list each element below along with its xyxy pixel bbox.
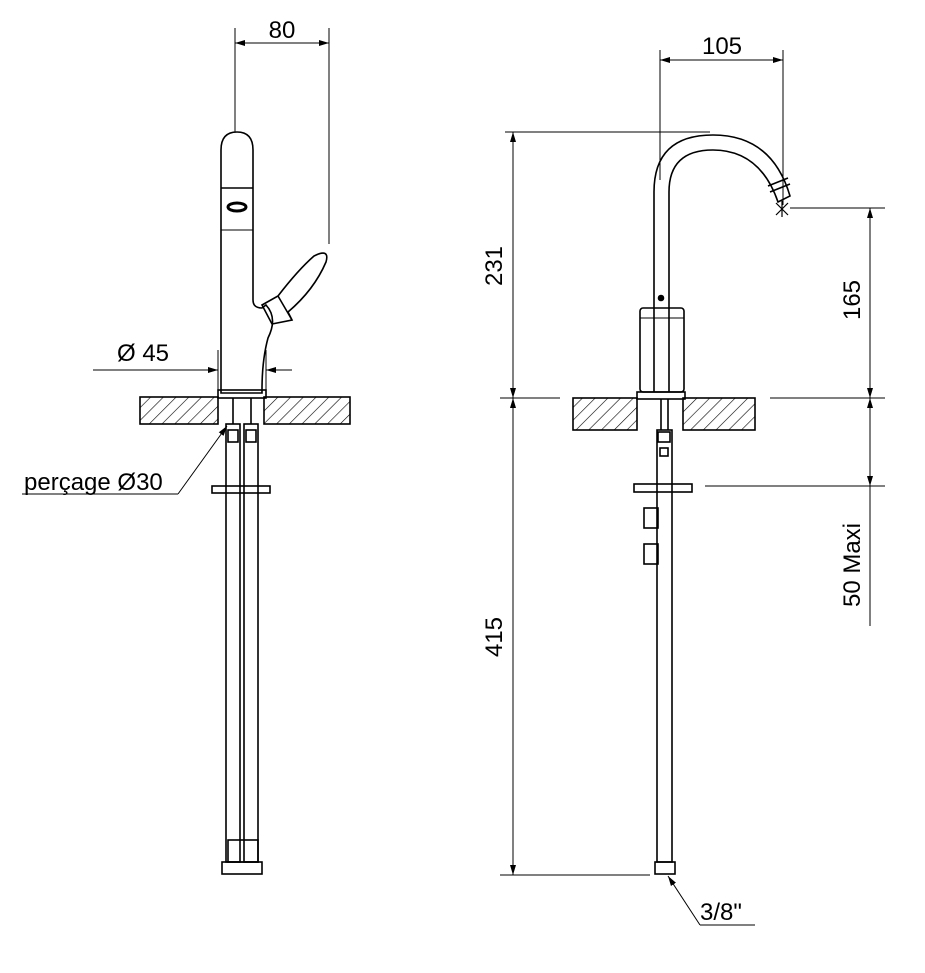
- front-hose: [656, 429, 673, 863]
- front-hose-nut: [654, 861, 676, 875]
- side-aerator: [226, 201, 248, 213]
- connection-leader: [667, 875, 701, 926]
- front-clamp-1: [643, 507, 659, 529]
- drill-leader: [177, 425, 228, 495]
- front-body: [639, 307, 685, 393]
- side-hose-nut: [221, 861, 263, 875]
- side-countertop-right: [263, 396, 351, 425]
- front-fixing-plate: [633, 483, 693, 493]
- dim-165-label: 165: [839, 280, 866, 320]
- dim-415-label: 415: [481, 617, 508, 657]
- front-spout: [653, 134, 791, 392]
- side-countertop-left: [139, 396, 219, 425]
- front-countertop-right: [682, 397, 756, 431]
- side-hose-2: [243, 423, 259, 863]
- dim-50-maxi-label: 50 Maxi: [839, 523, 866, 607]
- side-view: [22, 28, 351, 875]
- connection-label: 3/8": [700, 899, 742, 926]
- side-lever: [260, 252, 328, 325]
- dim-105-label: 105: [702, 33, 742, 60]
- front-aerator-icon: [775, 201, 789, 217]
- drill-hole-label: perçage Ø30: [24, 469, 163, 496]
- side-fixing-plate: [211, 485, 271, 494]
- dim-diameter-45-label: Ø 45: [117, 340, 169, 367]
- front-clamp-2: [643, 543, 659, 565]
- side-faucet-body: [220, 131, 274, 394]
- dim-80-label: 80: [269, 17, 296, 44]
- side-hose-1: [225, 423, 241, 863]
- front-view: [500, 50, 885, 926]
- dim-231-label: 231: [481, 246, 508, 286]
- front-countertop-left: [572, 397, 638, 431]
- front-base: [636, 391, 686, 400]
- side-base: [217, 389, 267, 399]
